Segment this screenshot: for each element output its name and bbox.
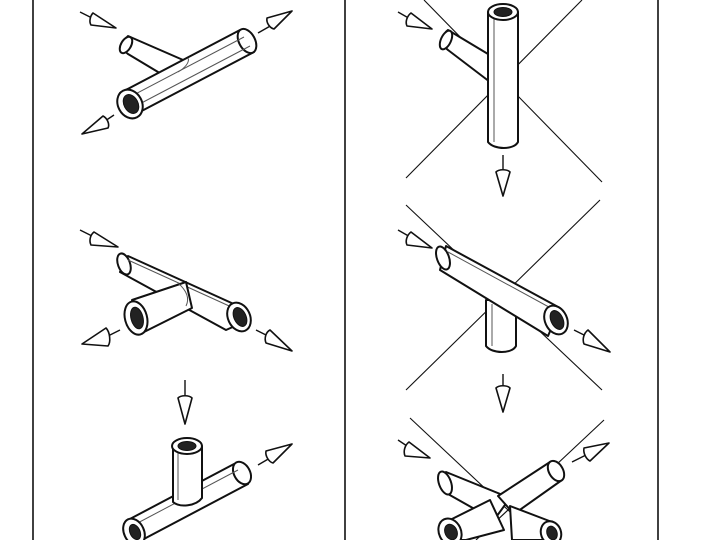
tee-middle-left: [116, 252, 252, 336]
panel-frame: [32, 0, 659, 540]
branch-end-cap: [118, 35, 134, 55]
cone-arrow-icon: [257, 10, 293, 34]
cone-arrow-icon: [397, 11, 433, 30]
main-near-end-bore: [128, 523, 142, 540]
cone-arrow-icon: [79, 229, 119, 248]
angled-tee-vertical-top-right: [405, 0, 603, 183]
arrows-fitting-1: [79, 10, 293, 135]
cone-arrow-icon: [495, 155, 511, 197]
tee-down-middle-right: [405, 199, 603, 391]
cross-bottom-right: [409, 417, 605, 540]
arrows-fitting-6: [397, 439, 610, 463]
riser-tube: [172, 445, 203, 507]
cone-arrow-icon: [177, 380, 193, 425]
branch-end-cap: [438, 29, 454, 51]
arrows-fitting-2: [79, 229, 293, 352]
main-near-end-bore: [122, 94, 140, 114]
cone-arrow-icon: [571, 442, 610, 463]
tee-vertical-bottom-left: [122, 437, 253, 540]
cone-arrow-icon: [81, 114, 115, 135]
arm-end-cap: [546, 459, 566, 483]
cone-arrow-icon: [255, 329, 293, 352]
riser-tube: [487, 11, 519, 149]
main-far-end-cap: [236, 27, 258, 55]
arm-end-bore: [444, 523, 458, 540]
riser-top-bore: [493, 7, 513, 17]
branch-end-bore: [130, 306, 144, 330]
cone-arrow-icon: [495, 374, 511, 413]
angled-tee-top-left: [116, 27, 258, 120]
arrows-fitting-5: [397, 229, 611, 413]
main-far-end-cap: [231, 460, 253, 486]
cone-arrow-icon: [397, 439, 431, 459]
cone-arrow-icon: [79, 11, 117, 29]
arm-end-cap: [437, 470, 453, 496]
cone-arrow-icon: [573, 329, 611, 353]
cone-arrow-icon: [257, 443, 293, 466]
cone-arrow-icon: [397, 229, 433, 249]
cone-arrow-icon: [81, 327, 121, 347]
main-left-end-cap: [435, 245, 451, 271]
main-left-end-cap: [116, 252, 132, 276]
main-right-end-bore: [549, 310, 565, 330]
main-right-end-bore: [232, 307, 248, 327]
riser-top-bore: [177, 441, 197, 451]
arrows-fitting-4: [397, 11, 511, 197]
